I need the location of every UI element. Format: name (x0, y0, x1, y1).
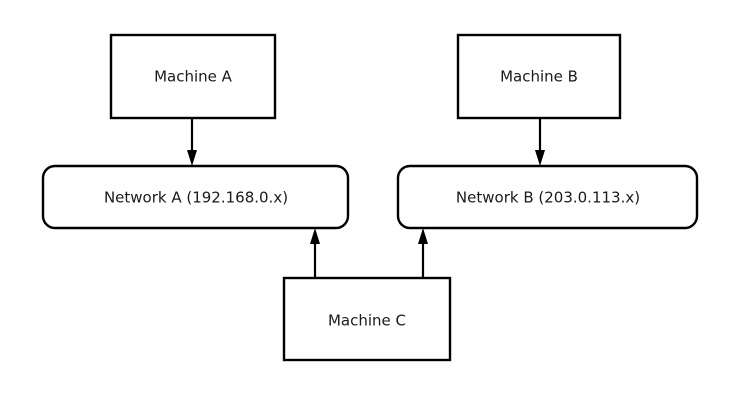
node-machine-c-box[interactable] (282, 276, 452, 362)
node-machine-c[interactable]: Machine C (282, 276, 452, 362)
node-machine-a-label: Machine A (154, 68, 233, 86)
node-network-a-label: Network A (192.168.0.x) (104, 189, 288, 207)
node-machine-b-label: Machine B (500, 68, 578, 86)
node-machine-a-box[interactable] (109, 33, 277, 120)
node-network-b[interactable]: Network B (203.0.113.x) (396, 164, 699, 230)
node-machine-b-box[interactable] (456, 33, 622, 120)
node-network-a[interactable]: Network A (192.168.0.x) (41, 164, 350, 230)
edge-machine-c-to-network-b (418, 228, 428, 278)
arrowhead-down-icon (187, 150, 197, 166)
node-network-a-box[interactable] (41, 164, 350, 230)
node-machine-c-label: Machine C (328, 312, 406, 330)
node-machine-b[interactable]: Machine B (456, 33, 622, 120)
edge-machine-a-to-network-a (187, 118, 197, 166)
node-network-b-label: Network B (203.0.113.x) (456, 189, 640, 207)
arrowhead-up-icon (418, 228, 428, 244)
arrowhead-up-icon (310, 228, 320, 244)
arrowhead-down-icon (535, 150, 545, 166)
node-network-b-box[interactable] (396, 164, 699, 230)
node-machine-a[interactable]: Machine A (109, 33, 277, 120)
edge-machine-b-to-network-b (535, 118, 545, 166)
edge-machine-c-to-network-a (310, 228, 320, 278)
